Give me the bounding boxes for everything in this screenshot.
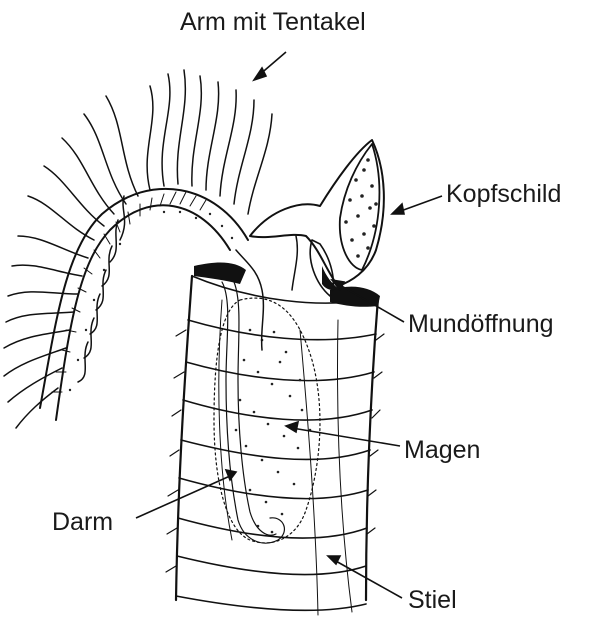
label-arm: Arm mit Tentakel	[180, 8, 366, 36]
arm	[40, 189, 248, 420]
label-stomach: Magen	[404, 436, 480, 464]
arm-stipple	[69, 211, 233, 391]
label-stalk: Stiel	[408, 586, 457, 614]
pointer-stomach	[292, 428, 400, 446]
label-intestine: Darm	[52, 508, 113, 536]
tentacles	[4, 70, 272, 428]
pointers	[136, 52, 442, 598]
pointer-intestine	[136, 476, 230, 518]
head-shield	[236, 140, 384, 350]
tube	[166, 263, 384, 615]
label-head-shield: Kopfschild	[446, 180, 561, 208]
label-mouth: Mundöffnung	[408, 310, 554, 338]
pointer-stalk	[334, 560, 402, 598]
pointer-head-shield	[398, 196, 442, 212]
